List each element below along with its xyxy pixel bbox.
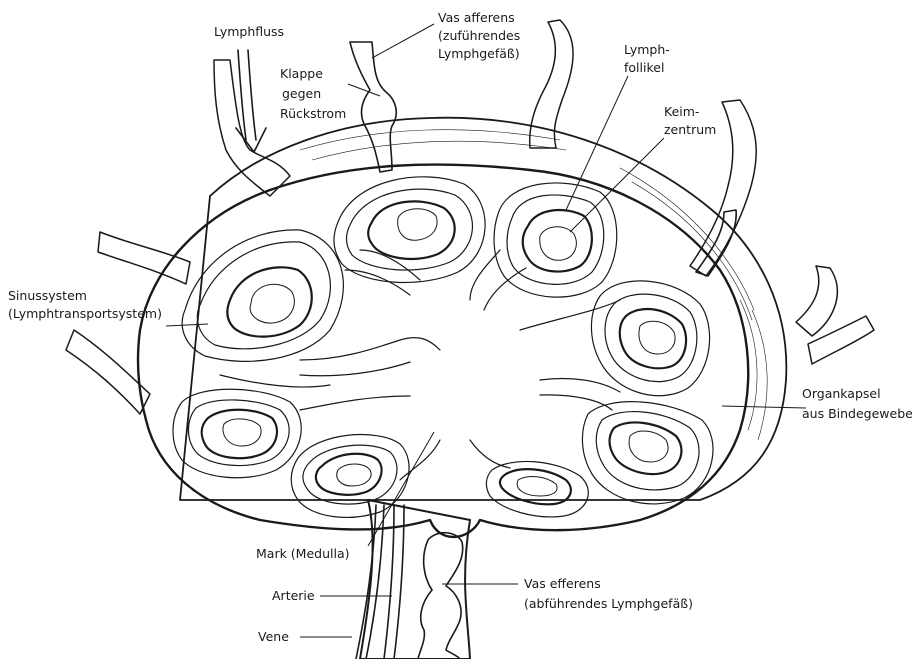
label-keimzentrum-1: Keim- [664, 104, 699, 119]
label-vas-efferens-1: Vas efferens [524, 576, 601, 591]
label-mark: Mark (Medulla) [256, 546, 350, 561]
label-sinussystem-1: Sinussystem [8, 288, 87, 303]
lymph-follicles [202, 201, 686, 504]
label-klappe-1: Klappe [280, 66, 323, 81]
lymph-flow-arrow [236, 50, 266, 152]
label-lymphfluss: Lymphfluss [214, 24, 284, 39]
label-vene: Vene [258, 629, 289, 644]
leader-vas-afferens [372, 24, 434, 58]
label-vas-afferens-3: Lymphgefäß) [438, 46, 520, 61]
germinal-centres [223, 209, 675, 496]
label-sinussystem-2: (Lymphtransportsystem) [8, 306, 162, 321]
label-vas-efferens-2: (abführendes Lymphgefäß) [524, 596, 693, 611]
organ-capsule [180, 118, 786, 500]
sinus-system [173, 177, 713, 518]
leader-mark [368, 432, 434, 546]
label-vas-afferens-1: Vas afferens [438, 10, 515, 25]
labels: Lymphfluss Vas afferens (zuführendes Lym… [8, 10, 913, 644]
leader-lymphfollikel [566, 76, 628, 210]
label-klappe-2: gegen [282, 86, 321, 101]
leader-klappe [348, 84, 380, 96]
label-lymphfollikel-2: follikel [624, 60, 664, 75]
node-body [138, 165, 748, 537]
surrounding-vessels [66, 20, 874, 414]
label-lymphfollikel-1: Lymph- [624, 42, 670, 57]
afferent-vessel [350, 42, 396, 172]
leader-organkapsel [722, 406, 806, 408]
label-organkapsel-2: aus Bindegewebe [802, 406, 913, 421]
leader-sinussystem [166, 324, 208, 326]
label-organkapsel-1: Organkapsel [802, 386, 881, 401]
label-klappe-3: Rückstrom [280, 106, 346, 121]
label-keimzentrum-2: zentrum [664, 122, 716, 137]
label-vas-afferens-2: (zuführendes [438, 28, 520, 43]
efferent-vessel [418, 533, 463, 659]
capsule-texture [300, 130, 767, 440]
label-arterie: Arterie [272, 588, 315, 603]
